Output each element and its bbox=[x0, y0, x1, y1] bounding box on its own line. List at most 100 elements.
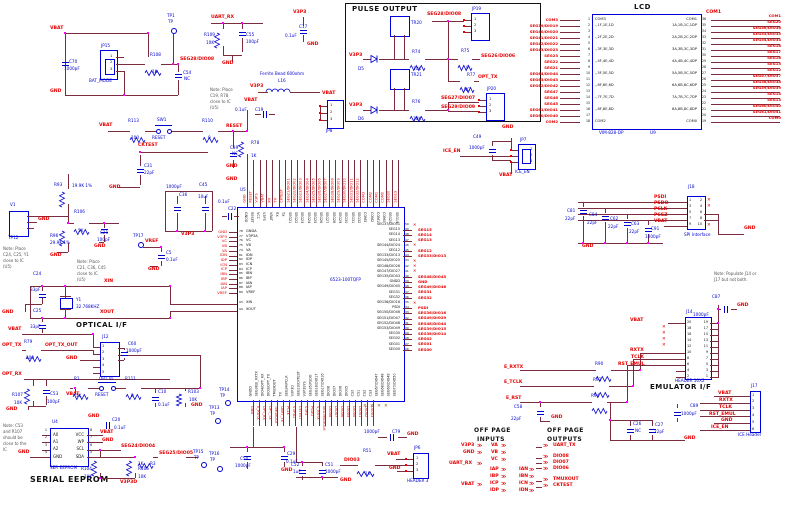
net-label: GND bbox=[582, 244, 594, 249]
wire bbox=[157, 255, 165, 256]
mcu-pin-net: SEG39/DIO15 bbox=[418, 325, 447, 331]
mcu-pin-net: SEG48/DIO44 bbox=[418, 320, 447, 326]
jp7-pin-num: 2 bbox=[530, 152, 533, 157]
wire bbox=[242, 23, 243, 29]
net-label: GND bbox=[281, 468, 293, 473]
wire bbox=[322, 462, 323, 466]
mcu-pin-num: 82 bbox=[239, 257, 243, 262]
wire bbox=[700, 403, 736, 404]
mcu-pin-num: 83 bbox=[239, 261, 243, 266]
mcu-pin-net: VREF bbox=[217, 289, 227, 295]
wire bbox=[297, 160, 299, 207]
jp20-pin-num: 1 bbox=[489, 96, 492, 101]
mcu-bottom-net: SEG36/DIO16 bbox=[321, 406, 326, 431]
wire bbox=[97, 442, 103, 443]
net-label: GND bbox=[191, 403, 203, 408]
net-label: SEG24/DIO04 bbox=[121, 444, 156, 449]
lcd-pin-name: 7A,7B,7C,7DP bbox=[672, 94, 697, 99]
section-title: OFF PAGE bbox=[547, 427, 584, 434]
wire bbox=[379, 160, 381, 207]
mcu-top-name: RX bbox=[275, 212, 279, 217]
j18-pin-num: 10 bbox=[697, 222, 702, 227]
resistor bbox=[202, 128, 219, 147]
u4-pin-num: 8 bbox=[90, 428, 93, 432]
wire bbox=[731, 309, 737, 310]
wire bbox=[141, 388, 200, 389]
mcu-pin-name: VC bbox=[246, 238, 251, 243]
wire bbox=[560, 26, 580, 27]
mcu-bottom-name: SEG34/PCLK bbox=[284, 375, 289, 396]
junction-dot bbox=[717, 308, 719, 310]
u4-pin-name: VCC bbox=[75, 431, 84, 437]
lcd-pin-name: -,8F,8E,8D bbox=[595, 106, 614, 111]
mcu-pin-name: SEG30 bbox=[388, 331, 400, 336]
mcu-bottom-net: DIO02 bbox=[363, 406, 368, 418]
wire bbox=[307, 400, 308, 426]
lcd-pin-num: 4 bbox=[587, 34, 590, 39]
mcu-top-net: SEG27/DIO07 bbox=[323, 178, 328, 203]
mcu-pin-net: IDP bbox=[220, 257, 227, 262]
wire bbox=[673, 414, 681, 416]
wire bbox=[676, 377, 685, 378]
wire bbox=[173, 207, 181, 208]
no-connect-x: ✕ bbox=[707, 198, 711, 203]
ref-label: JP8 bbox=[326, 128, 333, 133]
note-text: close to IC bbox=[3, 258, 24, 263]
ref-label: 1uF bbox=[293, 469, 301, 474]
lcd-pin-net: SEG59/DIO39 bbox=[752, 84, 781, 90]
u4-pin-num: 7 bbox=[90, 435, 93, 440]
net-label: VBAT bbox=[718, 391, 732, 396]
component-box bbox=[390, 69, 410, 90]
testpoint-icon bbox=[138, 242, 144, 248]
no-connect-x: ✕ bbox=[707, 204, 711, 209]
j14-pin-num: 17 bbox=[703, 325, 708, 330]
mcu-top-name: SEG31 bbox=[350, 212, 355, 224]
j18-pin-num: 7 bbox=[689, 216, 692, 221]
net-label: GND bbox=[389, 466, 401, 471]
jp8-pin-num: 2 bbox=[330, 109, 333, 114]
wire bbox=[173, 209, 181, 211]
mcu-bottom-net: DIO07 bbox=[333, 406, 338, 418]
wire bbox=[100, 229, 108, 230]
wire bbox=[229, 293, 237, 294]
junction-dot bbox=[103, 222, 105, 224]
ref-label: TP14 bbox=[219, 387, 230, 392]
wire bbox=[403, 334, 412, 336]
wire bbox=[253, 400, 254, 426]
mcu-top-name: SEG24 bbox=[306, 212, 311, 224]
mcu-top-net: RX bbox=[267, 198, 272, 203]
ref-label: 33pF bbox=[30, 287, 41, 292]
wire bbox=[578, 220, 687, 221]
ref-label: 22pF bbox=[587, 220, 598, 225]
wire bbox=[238, 34, 246, 36]
wire bbox=[42, 390, 50, 391]
mcu-bottom-name: DIO05 bbox=[344, 385, 349, 396]
j17-pin-num: 5 bbox=[752, 419, 755, 424]
lcd-pin-net: SEG56/DIO36 bbox=[752, 24, 781, 30]
wire bbox=[88, 388, 100, 389]
wire bbox=[677, 404, 678, 408]
ref-label: C5 bbox=[166, 250, 172, 255]
wire bbox=[448, 81, 460, 82]
net-label: COM1 bbox=[706, 10, 722, 15]
junction-dot bbox=[232, 130, 234, 132]
component-box bbox=[750, 391, 761, 433]
mcu-top-net: RESET bbox=[248, 191, 253, 203]
mcu-top-net: COM2 bbox=[367, 192, 372, 203]
net-label: GND bbox=[551, 415, 563, 420]
wire bbox=[610, 420, 652, 421]
wire bbox=[27, 222, 37, 223]
wire bbox=[296, 462, 322, 463]
junction-dot bbox=[177, 63, 179, 65]
ref-label: 1K bbox=[152, 69, 158, 74]
wire bbox=[42, 435, 50, 436]
net-label: VBAT bbox=[461, 482, 475, 487]
ref-label: 0.1uF bbox=[166, 257, 178, 262]
wire bbox=[229, 155, 237, 157]
wire bbox=[140, 152, 208, 153]
wire bbox=[155, 403, 156, 407]
resistor bbox=[25, 347, 42, 366]
net-label: VB bbox=[491, 450, 499, 455]
ref-label: 6523-100TQFP bbox=[330, 277, 361, 282]
